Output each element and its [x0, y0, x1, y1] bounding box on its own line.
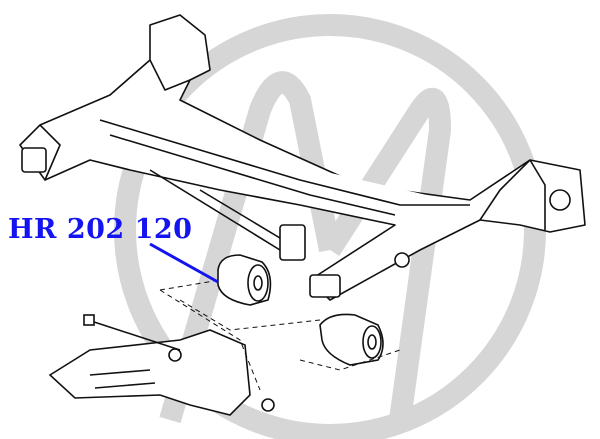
mount-bracket — [48, 314, 275, 416]
part-number-label: HR 202 120 — [8, 214, 193, 245]
bushing-part-2 — [319, 313, 384, 366]
leader-line — [149, 242, 219, 284]
dashed-guides — [159, 279, 401, 391]
bushing-part — [217, 254, 272, 306]
watermark-logo — [114, 14, 546, 439]
rear-subframe — [19, 14, 586, 301]
